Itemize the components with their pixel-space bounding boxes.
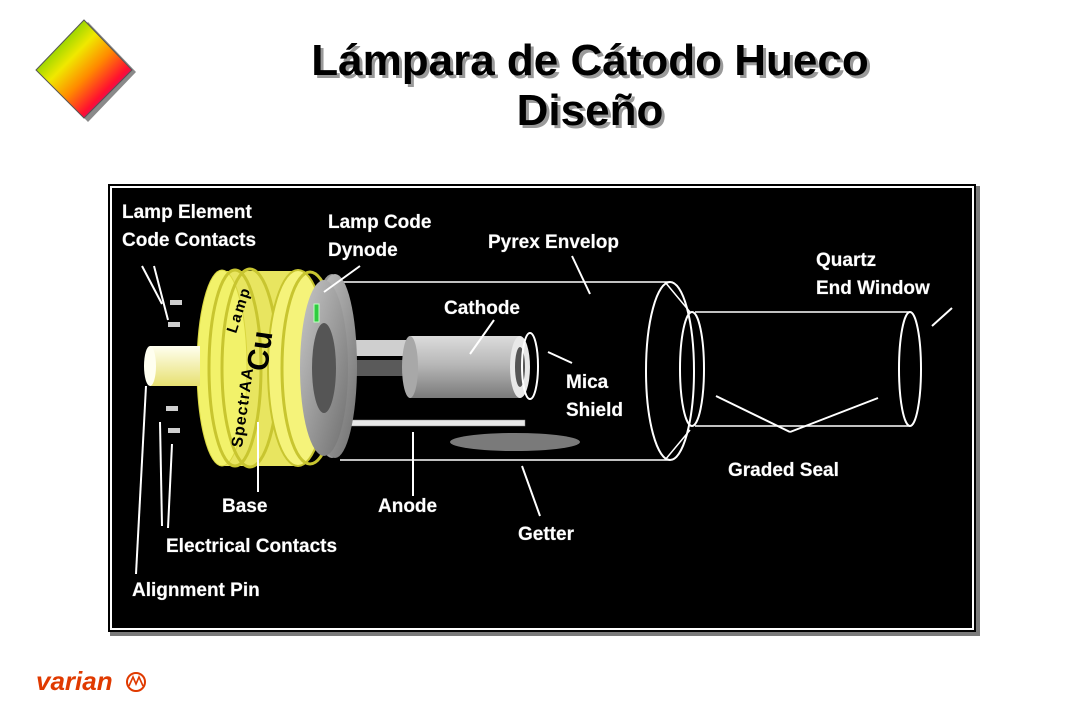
alignment-pin: [144, 346, 200, 386]
label-lamp-code-1: Lamp Code: [328, 212, 431, 233]
hollow-cathode-lamp-diagram: SpectrAA Lamp Cu Lamp Element Code Conta…: [122, 202, 953, 601]
label-lamp-element-1: Lamp Element: [122, 202, 253, 223]
label-alignment: Alignment Pin: [132, 580, 260, 601]
label-cathode: Cathode: [444, 298, 520, 319]
label-quartz-2: End Window: [816, 278, 930, 299]
pointer-lines: [135, 255, 953, 575]
label-anode: Anode: [378, 496, 437, 517]
label-graded-seal: Graded Seal: [728, 460, 839, 481]
label-pyrex: Pyrex Envelop: [488, 232, 619, 253]
getter-deposit: [450, 433, 580, 451]
label-getter: Getter: [518, 524, 575, 545]
contact-pins: [166, 300, 182, 433]
varian-logo: varian: [36, 666, 146, 696]
lamp-base: [196, 267, 348, 469]
label-mica-2: Shield: [566, 400, 623, 421]
title-line-1: Lámpara de Cátodo Hueco: [311, 36, 869, 85]
label-mica-1: Mica: [566, 372, 609, 393]
mica-shield: [521, 332, 539, 400]
label-base: Base: [222, 496, 267, 517]
quartz-tube: [679, 311, 922, 427]
cathode-cylinder: [402, 336, 530, 398]
base-element-text: Cu: [241, 329, 279, 373]
varian-logo-text: varian: [36, 666, 113, 696]
label-lamp-element-2: Code Contacts: [122, 230, 256, 251]
pyrex-envelope: [340, 281, 695, 461]
label-electrical: Electrical Contacts: [166, 536, 337, 557]
dynode-contact: [313, 303, 320, 323]
label-quartz-1: Quartz: [816, 250, 876, 271]
rainbow-diamond-logo: [35, 19, 136, 122]
varian-emblem-icon: [126, 672, 146, 692]
label-lamp-code-2: Dynode: [328, 240, 398, 261]
title-line-2: Diseño: [516, 86, 664, 135]
slide-title: Lámpara de Cátodo Hueco Diseño: [140, 36, 1040, 136]
